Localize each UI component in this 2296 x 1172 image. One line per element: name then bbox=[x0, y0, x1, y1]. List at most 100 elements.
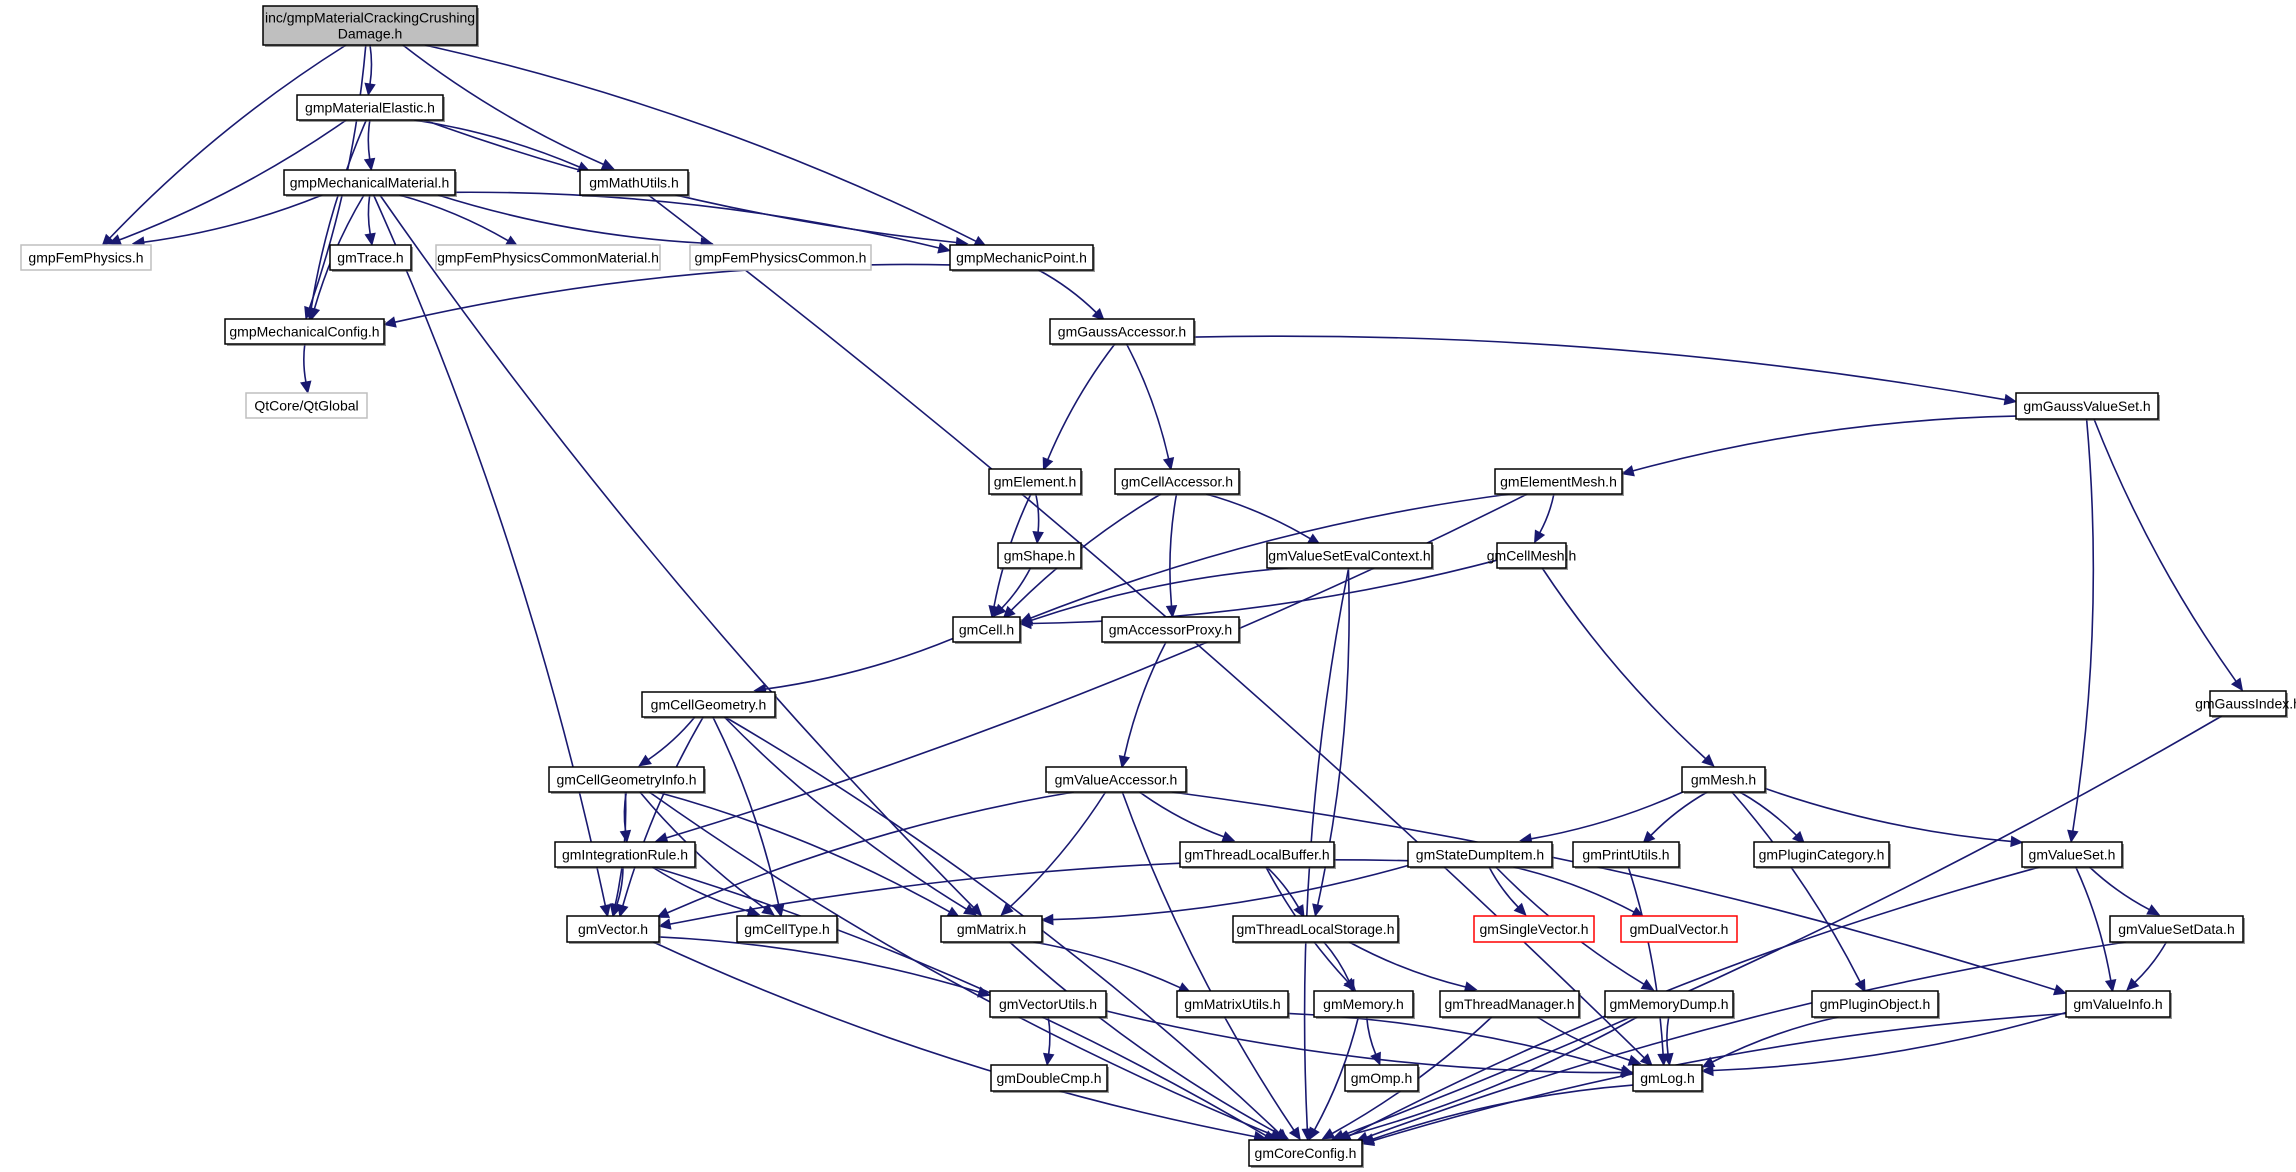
node-label: gmMatrixUtils.h bbox=[1184, 996, 1280, 1012]
node-gm-gauss-accessor[interactable]: gmGaussAccessor.h bbox=[1049, 318, 1196, 346]
edge-gm-cell-geometry-info-to-gm-core-config bbox=[648, 791, 1273, 1136]
arrowhead-icon bbox=[1619, 1064, 1634, 1076]
node-gm-core-config[interactable]: gmCoreConfig.h bbox=[1248, 1139, 1364, 1168]
node-gmp-mechanical-material[interactable]: gmpMechanicalMaterial.h bbox=[283, 169, 457, 197]
node-gm-matrix-utils[interactable]: gmMatrixUtils.h bbox=[1176, 990, 1290, 1019]
node-gm-log[interactable]: gmLog.h bbox=[1632, 1064, 1704, 1093]
node-gm-dual-vector[interactable]: gmDualVector.h bbox=[1620, 915, 1738, 943]
node-box bbox=[2209, 690, 2287, 717]
node-label: gmPrintUtils.h bbox=[1582, 847, 1669, 863]
node-box bbox=[1179, 841, 1335, 868]
node-label: gmCoreConfig.h bbox=[1255, 1145, 1357, 1161]
arrowhead-icon bbox=[2010, 835, 2024, 848]
edge-gm-gauss-value-set-to-gm-element-mesh bbox=[1632, 415, 2017, 472]
node-box bbox=[952, 616, 1021, 643]
arrowhead-icon bbox=[1639, 1053, 1653, 1067]
edge-gm-value-set-data-to-gm-value-info bbox=[2134, 941, 2168, 983]
edge-gm-accessor-proxy-to-gm-value-accessor bbox=[1123, 641, 1167, 757]
edge-gm-mesh-to-gm-plugin-object bbox=[1731, 791, 1861, 983]
node-gm-matrix[interactable]: gmMatrix.h bbox=[940, 915, 1044, 944]
node-box bbox=[990, 1064, 1108, 1092]
node-gm-cell-geometry[interactable]: gmCellGeometry.h bbox=[641, 691, 777, 719]
node-label: gmVector.h bbox=[578, 921, 648, 937]
node-gm-cell[interactable]: gmCell.h bbox=[952, 616, 1022, 644]
edge-gmp-material-elastic-to-gmp-mechanical-material bbox=[367, 119, 371, 160]
node-gm-state-dump-item[interactable]: gmStateDumpItem.h bbox=[1407, 841, 1554, 869]
node-gm-single-vector[interactable]: gmSingleVector.h bbox=[1473, 915, 1595, 943]
node-label: gmpMechanicalConfig.h bbox=[229, 324, 379, 340]
node-gm-value-set[interactable]: gmValueSet.h bbox=[2021, 841, 2124, 869]
node-gm-value-info[interactable]: gmValueInfo.h bbox=[2065, 990, 2172, 1019]
node-gm-cell-accessor[interactable]: gmCellAccessor.h bbox=[1114, 468, 1241, 496]
edge-gm-cell-mesh-to-gm-mesh bbox=[1541, 567, 1707, 760]
edge-gm-value-set-eval-context-to-gm-cell bbox=[1030, 567, 1289, 622]
node-gm-gauss-value-set[interactable]: gmGaussValueSet.h bbox=[2015, 392, 2160, 421]
edge-gm-memory-dump-to-gm-core-config bbox=[1347, 1016, 1638, 1137]
node-box bbox=[245, 392, 368, 419]
node-gm-vector-utils[interactable]: gmVectorUtils.h bbox=[989, 990, 1108, 1019]
edge-gm-value-accessor-to-gm-value-info bbox=[1171, 791, 2056, 991]
edge-gm-gauss-accessor-to-gm-element bbox=[1047, 343, 1116, 460]
edge-gm-matrix-to-gm-matrix-utils bbox=[1033, 941, 1181, 989]
node-gm-thread-local-buffer[interactable]: gmThreadLocalBuffer.h bbox=[1179, 841, 1336, 869]
node-gm-cell-mesh[interactable]: gmCellMesh.h bbox=[1487, 542, 1576, 570]
edge-gm-value-accessor-to-gm-matrix bbox=[1008, 791, 1107, 909]
node-label: gmThreadLocalBuffer.h bbox=[1184, 847, 1329, 863]
edge-gm-value-set-to-gm-core-config bbox=[1348, 866, 2041, 1137]
node-gm-shape[interactable]: gmShape.h bbox=[997, 542, 1083, 570]
edge-gm-cell-to-gm-cell-geometry bbox=[765, 637, 954, 690]
arrowhead-icon bbox=[969, 903, 983, 917]
node-box bbox=[736, 915, 838, 943]
node-box bbox=[1114, 468, 1240, 495]
node-box bbox=[566, 915, 660, 943]
node-gm-value-set-data[interactable]: gmValueSetData.h bbox=[2109, 915, 2245, 944]
node-gm-math-utils[interactable]: gmMathUtils.h bbox=[579, 169, 690, 197]
node-gm-thread-local-storage[interactable]: gmThreadLocalStorage.h bbox=[1232, 915, 1400, 944]
node-label: gmPluginCategory.h bbox=[1759, 847, 1885, 863]
node-gm-double-cmp[interactable]: gmDoubleCmp.h bbox=[990, 1064, 1109, 1093]
node-gm-thread-manager[interactable]: gmThreadManager.h bbox=[1439, 990, 1581, 1019]
edge-gm-vector-to-gm-core-config bbox=[652, 941, 1255, 1138]
node-label: gmSingleVector.h bbox=[1480, 921, 1589, 937]
node-gm-memory-dump[interactable]: gmMemoryDump.h bbox=[1604, 990, 1735, 1019]
node-gm-integration-rule[interactable]: gmIntegrationRule.h bbox=[554, 841, 697, 869]
node-label: gmCellMesh.h bbox=[1487, 548, 1576, 564]
node-gm-omp[interactable]: gmOmp.h bbox=[1344, 1064, 1420, 1093]
node-gm-element[interactable]: gmElement.h bbox=[988, 468, 1083, 496]
node-gm-vector[interactable]: gmVector.h bbox=[566, 915, 661, 944]
node-label: gmElementMesh.h bbox=[1500, 474, 1617, 490]
node-label: gmValueSetEvalContext.h bbox=[1268, 548, 1430, 564]
arrowhead-icon bbox=[1534, 529, 1546, 544]
arrowhead-icon bbox=[611, 902, 623, 917]
node-gm-plugin-object[interactable]: gmPluginObject.h bbox=[1811, 990, 1940, 1019]
node-gm-print-utils[interactable]: gmPrintUtils.h bbox=[1572, 841, 1681, 869]
node-gm-cell-type[interactable]: gmCellType.h bbox=[736, 915, 839, 944]
arrowhead-icon bbox=[2104, 978, 2117, 993]
node-gmp-material-elastic[interactable]: gmpMaterialElastic.h bbox=[296, 94, 445, 122]
edge-gm-thread-local-buffer-to-gm-thread-local-storage bbox=[1266, 866, 1300, 908]
edge-gm-vector-to-gm-vector-utils bbox=[658, 936, 980, 993]
node-gm-memory[interactable]: gmMemory.h bbox=[1313, 990, 1415, 1019]
node-gm-mesh[interactable]: gmMesh.h bbox=[1681, 766, 1767, 794]
edge-gm-state-dump-item-to-gm-single-vector bbox=[1488, 866, 1519, 908]
arrowhead-icon bbox=[1312, 903, 1324, 917]
arrowhead-icon bbox=[1321, 1128, 1336, 1140]
node-gm-value-accessor[interactable]: gmValueAccessor.h bbox=[1045, 766, 1188, 794]
edge-gmp-material-elastic-to-gmp-mechanic-point bbox=[424, 119, 957, 244]
arrowhead-icon bbox=[638, 754, 652, 767]
edge-gm-integration-rule-to-gm-core-config bbox=[653, 866, 1267, 1137]
node-gmp-mechanical-config[interactable]: gmpMechanicalConfig.h bbox=[224, 318, 386, 346]
arrowhead-icon bbox=[1361, 1133, 1376, 1145]
node-gm-accessor-proxy[interactable]: gmAccessorProxy.h bbox=[1101, 616, 1241, 644]
arrowhead-icon bbox=[1854, 978, 1866, 993]
node-label: gmThreadLocalStorage.h bbox=[1237, 921, 1395, 937]
node-box bbox=[1045, 766, 1187, 793]
node-gm-trace[interactable]: gmTrace.h bbox=[329, 244, 413, 272]
node-gm-gauss-index[interactable]: gmGaussIndex.h bbox=[2195, 690, 2296, 718]
node-gm-cell-geometry-info[interactable]: gmCellGeometryInfo.h bbox=[548, 766, 706, 794]
node-gm-plugin-category[interactable]: gmPluginCategory.h bbox=[1753, 841, 1891, 869]
node-gmp-mechanic-point[interactable]: gmpMechanicPoint.h bbox=[949, 244, 1095, 272]
node-gm-element-mesh[interactable]: gmElementMesh.h bbox=[1494, 468, 1624, 496]
node-gm-value-set-eval-context[interactable]: gmValueSetEvalContext.h bbox=[1266, 542, 1434, 570]
